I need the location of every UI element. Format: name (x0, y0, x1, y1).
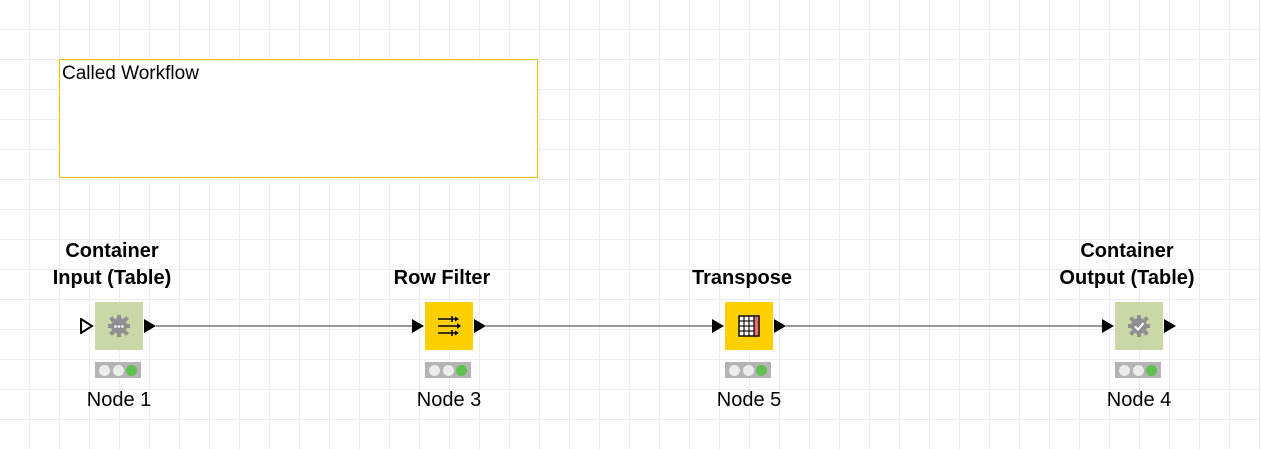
status-light-green (755, 364, 767, 376)
status-light-green (455, 364, 467, 376)
status-light-off (729, 364, 741, 376)
input-port-icon[interactable] (1102, 319, 1114, 333)
status-light-off (99, 364, 111, 376)
container-output-node-icon[interactable] (1115, 302, 1163, 350)
node-5-status-lights (725, 362, 771, 378)
node-4-title: Container Output (Table) (1027, 238, 1227, 292)
row-filter-node-icon[interactable] (425, 302, 473, 350)
status-light-off (112, 364, 124, 376)
node-4-label[interactable]: Node 4 (1106, 389, 1172, 411)
node-4-status-lights (1115, 362, 1161, 378)
status-light-off (742, 364, 754, 376)
workflow-annotation[interactable]: Called Workflow (59, 59, 538, 178)
status-light-off (1119, 364, 1131, 376)
gear-check-icon (1128, 315, 1150, 337)
row-filter-arrows-icon (438, 316, 461, 336)
node-3-label[interactable]: Node 3 (416, 389, 482, 411)
output-port-icon[interactable] (1164, 319, 1176, 333)
status-light-green (125, 364, 137, 376)
transpose-node-icon[interactable] (725, 302, 773, 350)
node-3-title-line2: Row Filter (393, 267, 491, 289)
node-5-title-line2: Transpose (691, 267, 793, 289)
node-1-title-line1: Container (65, 240, 159, 262)
node-4-title-line1: Container (1080, 240, 1174, 262)
node-1-label[interactable]: Node 1 (86, 389, 152, 411)
container-input-node-icon[interactable] (95, 302, 143, 350)
input-port-hollow-icon[interactable] (80, 318, 94, 334)
input-port-icon[interactable] (412, 319, 424, 333)
status-light-off (442, 364, 454, 376)
gear-dots-icon (108, 315, 130, 337)
output-port-icon[interactable] (144, 319, 156, 333)
output-port-icon[interactable] (474, 319, 486, 333)
annotation-text: Called Workflow (62, 63, 199, 84)
node-5-label[interactable]: Node 5 (716, 389, 782, 411)
input-port-icon[interactable] (712, 319, 724, 333)
node-4-title-line2: Output (Table) (1059, 267, 1195, 289)
table-grid-icon (738, 315, 760, 337)
node-1-status-lights (95, 362, 141, 378)
output-port-icon[interactable] (774, 319, 786, 333)
node-3-status-lights (425, 362, 471, 378)
node-3-title: Row Filter (342, 265, 542, 292)
status-light-green (1145, 364, 1157, 376)
node-1-title-line2: Input (Table) (52, 267, 172, 289)
node-1-title: Container Input (Table) (12, 238, 212, 292)
node-5-title: Transpose (642, 265, 842, 292)
status-light-off (1132, 364, 1144, 376)
status-light-off (429, 364, 441, 376)
